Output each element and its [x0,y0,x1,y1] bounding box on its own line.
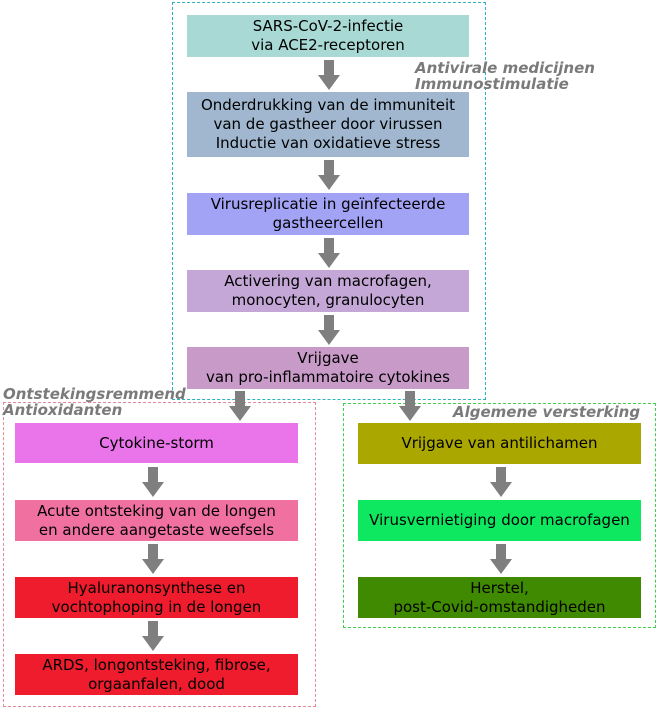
arrow-down-icon [229,391,251,421]
arrow-down-icon [142,467,164,497]
cytokine-storm-box: Cytokine-storm [15,423,298,463]
arrow-down-icon [399,391,421,421]
anti-inflammatory-group-label: Ontstekingsremmend Antioxidanten [3,385,186,419]
anti-inflammatory-group-border [3,402,316,707]
arrow-down-icon [490,544,512,574]
arrow-down-icon [142,621,164,651]
arrow-down-icon [318,160,340,190]
ards-outcome-box: ARDS, longontsteking, fibrose, orgaanfal… [15,654,298,695]
immune-suppression-box: Onderdrukking van de immuniteit van de g… [187,92,469,157]
sars-cov-2-infection-box: SARS-CoV-2-infectie via ACE2-receptoren [187,15,469,57]
antibody-release-box: Vrijgave van antilichamen [358,423,641,464]
arrow-down-icon [490,467,512,497]
antiviral-group-label: Antivirale medicijnen Immunostimulatie [415,59,595,93]
general-strengthening-group-border [343,403,656,628]
cytokine-release-box: Vrijgave van pro-inflammatoire cytokines [187,347,469,389]
arrow-down-icon [318,238,340,268]
antiviral-group-border [172,2,486,400]
arrow-down-icon [318,60,340,90]
general-strengthening-group-label: Algemene versterking [453,403,641,421]
virus-replication-box: Virusreplicatie in geïnfecteerde gasthee… [187,193,469,235]
recovery-box: Herstel, post-Covid-omstandigheden [358,577,641,618]
virus-destruction-box: Virusvernietiging door macrofagen [358,500,641,541]
hyaluronan-synthesis-box: Hyaluranonsynthese en vochtophoping in d… [15,577,298,618]
macrophage-activation-box: Activering van macrofagen, monocyten, gr… [187,270,469,312]
arrow-down-icon [318,315,340,345]
arrow-down-icon [142,544,164,574]
acute-inflammation-box: Acute ontsteking van de longen en andere… [15,500,298,541]
